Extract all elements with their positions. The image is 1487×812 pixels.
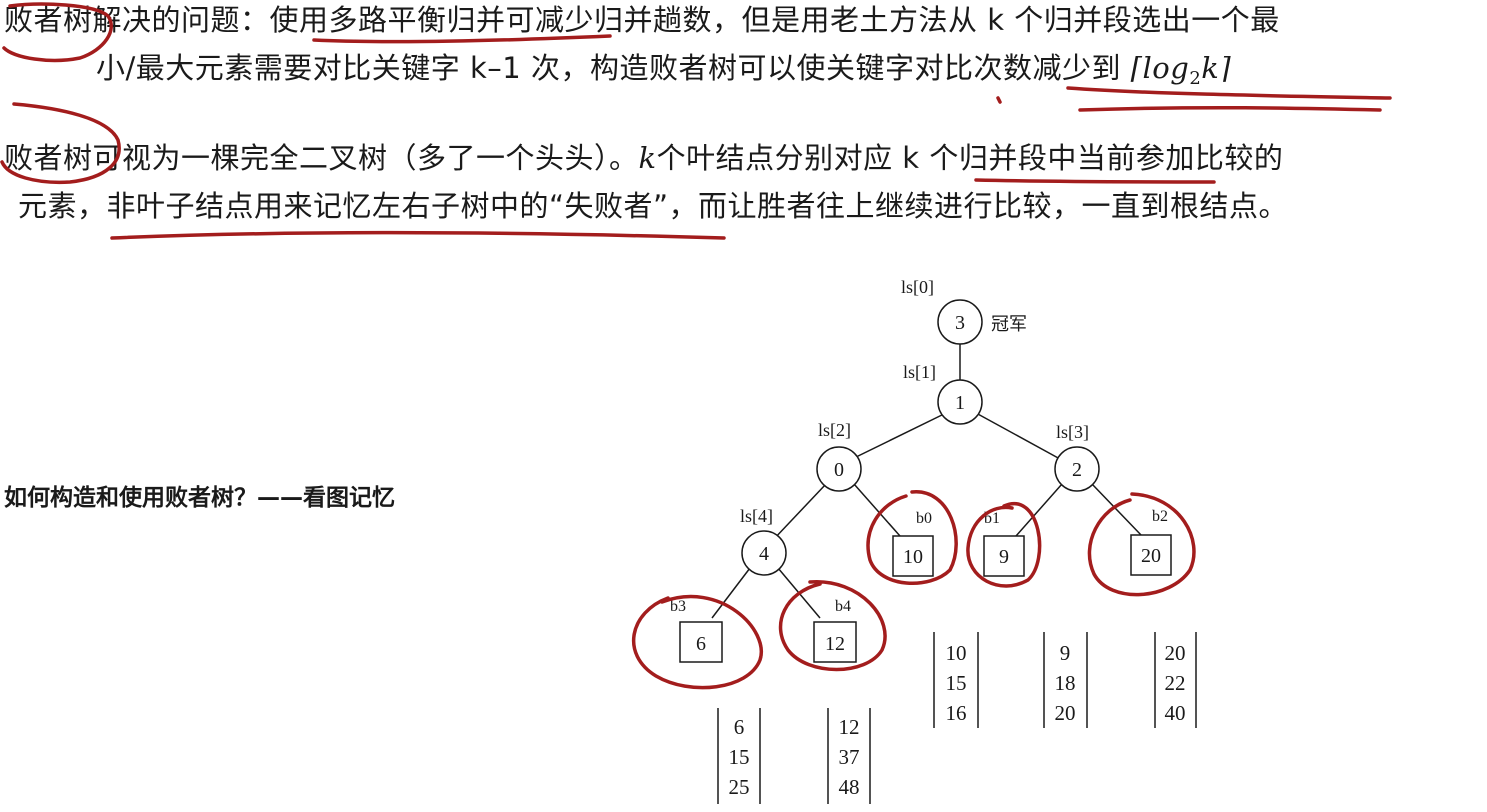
leaf-b3-value: 6 (696, 633, 706, 655)
construction-question: 如何构造和使用败者树？——看图记忆 (4, 485, 395, 511)
annotation-circle-b1 (966, 501, 1042, 588)
log-arg: k (1201, 51, 1220, 85)
run-b2-item-1: 22 (1165, 671, 1186, 695)
leaf-b1 (983, 535, 1025, 577)
node-ls4-label: ls[4] (740, 506, 773, 526)
node-ls3-value: 2 (1072, 459, 1082, 481)
annotation-underline-2 (1066, 86, 1392, 100)
node-ls0-value: 3 (955, 312, 965, 334)
problem-text: 败者树解决的问题：使用多路平衡归并可减少归并趟数，但是用老土方法从 k 个归并段… (4, 3, 1280, 37)
run-b4-item-0: 12 (839, 715, 860, 739)
leaf-b4-label: b4 (835, 598, 851, 615)
edge-ls1-ls3 (975, 412, 1061, 460)
run-b2-item-2: 40 (1165, 701, 1186, 725)
leaf-b2-value: 20 (1141, 545, 1161, 567)
annotation-circle-b4 (778, 580, 887, 672)
annotation-dot (996, 96, 1002, 104)
ceil-log-formula: ⌈log2k⌉ (1130, 51, 1232, 89)
run-b3-item-0: 6 (734, 715, 745, 739)
edge-ls3-b1 (1015, 483, 1063, 537)
annotation-underline-5 (110, 230, 726, 240)
leaf-b0-value: 10 (903, 546, 923, 568)
run-b0-item-2: 16 (946, 701, 967, 725)
node-ls1 (937, 379, 983, 425)
edge-ls1-ls2 (851, 412, 947, 460)
ceil-close: ⌉ (1219, 51, 1232, 85)
node-ls1-value: 1 (955, 392, 965, 414)
node-ls2-label: ls[2] (818, 420, 851, 440)
annotation-circle-title (2, 2, 113, 63)
node-ls3-label: ls[3] (1056, 422, 1089, 442)
annotation-circle-b2 (1087, 492, 1196, 597)
annotation-underline-4 (974, 178, 1216, 184)
definition-text-cont: 个叶结点分别对应 k 个归并段中当前参加比较的 (656, 141, 1284, 175)
edge-ls4-b3 (711, 567, 751, 619)
ceil-open: ⌈ (1130, 51, 1143, 85)
problem-statement-line-2: 小/最大元素需要对比关键字 k–1 次，构造败者树可以使关键字对比次数减少到 ⌈… (96, 48, 1231, 99)
run-b2-item-0: 20 (1165, 641, 1186, 665)
tree-edges (711, 344, 1143, 619)
run-b4-item-1: 37 (839, 745, 860, 769)
node-ls4-value: 4 (759, 543, 769, 565)
problem-text-cont: 小/最大元素需要对比关键字 k–1 次，构造败者树可以使关键字对比次数减少到 (96, 51, 1131, 85)
leaf-b0-label: b0 (916, 510, 932, 527)
annotation-underline-3 (1078, 105, 1382, 112)
run-b1-item-2: 20 (1055, 701, 1076, 725)
edge-ls3-b2 (1091, 483, 1143, 537)
log-base: 2 (1189, 68, 1202, 89)
champion-label: 冠军 (991, 314, 1027, 335)
node-ls2-value: 0 (834, 459, 844, 481)
node-ls1-label: ls[1] (903, 362, 936, 382)
annotation-circle-b3 (631, 594, 764, 690)
problem-statement-line-1: 败者树解决的问题：使用多路平衡归并可减少归并趟数，但是用老土方法从 k 个归并段… (4, 0, 1280, 40)
leaf-b2 (1130, 534, 1172, 576)
run-b3-item-2: 25 (729, 775, 750, 799)
run-b1-item-0: 9 (1060, 641, 1071, 665)
leaf-b3-label: b3 (670, 598, 686, 615)
run-b0-item-0: 10 (946, 641, 967, 665)
log-text: log (1142, 51, 1190, 85)
node-ls3 (1054, 446, 1100, 492)
annotation-circle-definition (0, 102, 121, 185)
edge-ls2-b0 (853, 483, 901, 537)
node-ls4 (741, 530, 787, 576)
k-variable: k (638, 141, 657, 175)
run-b0-item-1: 15 (946, 671, 967, 695)
definition-line-2: 元素，非叶子结点用来记忆左右子树中的“失败者”，而让胜者往上继续进行比较，一直到… (18, 186, 1288, 226)
node-ls0 (937, 299, 983, 345)
leaf-b4-value: 12 (825, 633, 845, 655)
run-b1-item-1: 18 (1055, 671, 1076, 695)
leaf-b2-label: b2 (1152, 508, 1168, 525)
run-brackets (717, 632, 1197, 804)
run-b3-item-1: 15 (729, 745, 750, 769)
edge-ls2-ls4 (772, 483, 827, 541)
leaf-b0 (892, 535, 934, 577)
leaf-b4 (813, 621, 857, 663)
leaf-b3 (679, 621, 723, 663)
leaf-b1-value: 9 (999, 546, 1009, 568)
run-b4-item-2: 48 (839, 775, 860, 799)
red-annotations (0, 2, 1392, 690)
annotation-circle-b0 (866, 490, 958, 586)
annotation-underline-1 (312, 34, 612, 44)
node-ls2 (816, 446, 862, 492)
definition-text-end: 元素，非叶子结点用来记忆左右子树中的“失败者”，而让胜者往上继续进行比较，一直到… (18, 189, 1289, 223)
node-ls0-label: ls[0] (901, 277, 934, 297)
